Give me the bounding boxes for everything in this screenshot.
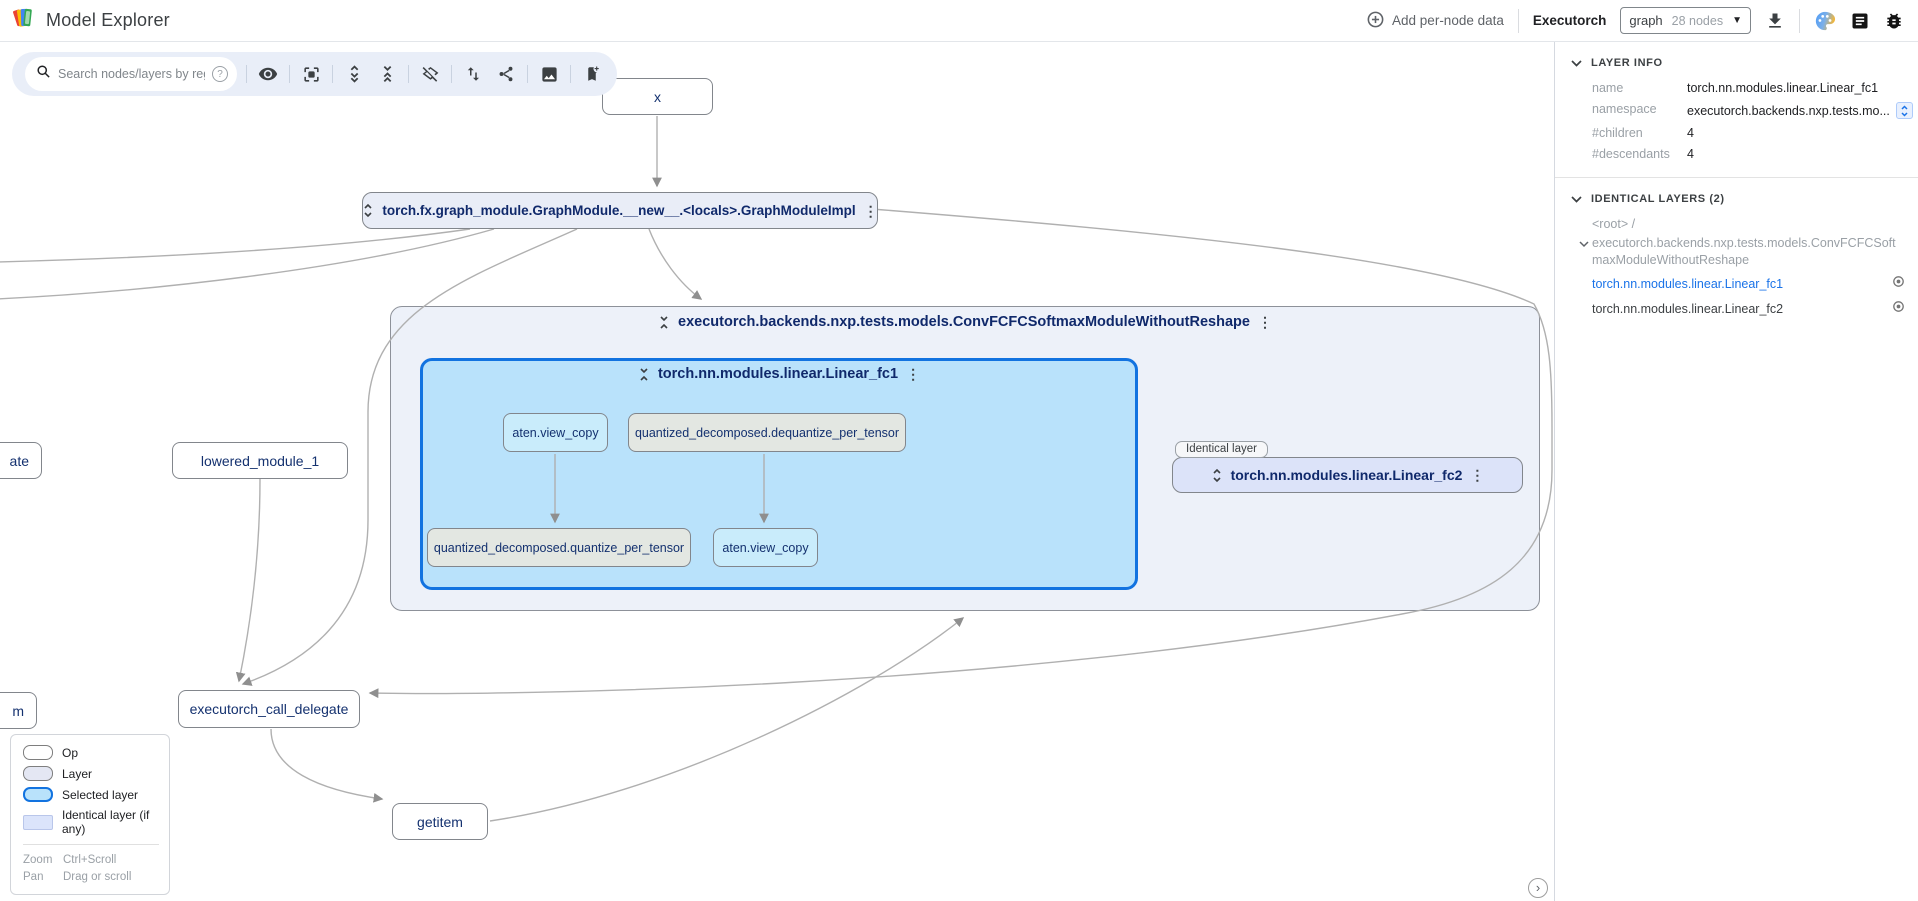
node-menu-icon[interactable]: ⋮ [864, 204, 878, 218]
eye-icon [258, 64, 278, 84]
chevron-down-icon [1579, 235, 1589, 252]
swap-vert-icon [464, 65, 482, 83]
tree-item-linear-fc1[interactable]: torch.nn.modules.linear.Linear_fc1 [1592, 274, 1906, 294]
panel-nav-chevron-button[interactable]: › [1528, 878, 1548, 898]
expand-namespace-icon[interactable] [1896, 102, 1913, 119]
node-graph-module[interactable]: torch.fx.graph_module.GraphModule.__new_… [362, 192, 878, 229]
toggle-visibility-button[interactable] [256, 61, 280, 87]
share-graph-button[interactable] [494, 61, 518, 87]
search-input[interactable] [58, 67, 205, 81]
graph-selector-dropdown[interactable]: graph 28 nodes ▼ [1620, 7, 1751, 34]
layer-swatch [23, 766, 53, 781]
node-executorch-call-delegate[interactable]: executorch_call_delegate [178, 690, 360, 728]
node-x[interactable]: x [602, 78, 713, 115]
node-getitem[interactable]: getitem [392, 803, 488, 840]
chevron-down-icon [1571, 60, 1582, 67]
legend-pan-hint: PanDrag or scroll [23, 869, 159, 886]
identical-layers-section-header[interactable]: IDENTICAL LAYERS (2) [1555, 178, 1918, 216]
search-box[interactable]: ? [25, 57, 237, 91]
legend-item-layer: Layer [23, 766, 159, 781]
dropdown-caret-icon: ▼ [1732, 15, 1742, 26]
node-aten-view-copy-2[interactable]: aten.view_copy [713, 528, 818, 567]
app-logo-icon [12, 6, 36, 35]
graph-toolbar: ? [12, 52, 617, 96]
info-panel: LAYER INFO name torch.nn.modules.linear.… [1554, 42, 1918, 901]
identical-layer-tag: Identical layer [1175, 441, 1268, 458]
node-menu-icon[interactable]: ⋮ [906, 367, 920, 381]
bug-report-button[interactable] [1884, 11, 1904, 31]
search-help-icon[interactable]: ? [212, 66, 228, 82]
op-swatch [23, 745, 53, 760]
header-divider [1799, 9, 1800, 33]
header-divider [1518, 9, 1519, 33]
identical-layers-tree: <root> / executorch.backends.nxp.tests.m… [1555, 216, 1918, 331]
document-icon [1850, 11, 1870, 31]
selected-layer-swatch [23, 787, 53, 802]
flatten-layers-button[interactable] [418, 61, 442, 87]
image-icon [540, 65, 559, 84]
node-clipped-left-bottom[interactable]: m [0, 692, 37, 729]
search-icon [36, 64, 51, 84]
plus-circle-icon [1366, 10, 1385, 32]
bug-icon [1884, 11, 1904, 31]
download-graph-button[interactable] [1765, 11, 1785, 31]
layer-namespace-value: executorch.backends.nxp.tests.mo... [1687, 102, 1913, 119]
legend-item-selected-layer: Selected layer [23, 787, 159, 802]
layer-fc1-header[interactable]: torch.nn.modules.linear.Linear_fc1 ⋮ [420, 366, 1138, 382]
tree-root-item: <root> / [1592, 216, 1906, 233]
tree-namespace-item[interactable]: executorch.backends.nxp.tests.models.Con… [1579, 235, 1906, 269]
app-header: Model Explorer Add per-node data Executo… [0, 0, 1918, 42]
locate-node-icon[interactable] [1891, 274, 1906, 294]
unfold-more-icon[interactable] [362, 203, 374, 218]
layer-name-value: torch.nn.modules.linear.Linear_fc1 [1687, 81, 1913, 95]
swap-vertical-button[interactable] [461, 61, 485, 87]
layer-conv-header[interactable]: executorch.backends.nxp.tests.models.Con… [390, 314, 1540, 330]
node-dequantize-per-tensor[interactable]: quantized_decomposed.dequantize_per_tens… [628, 413, 906, 452]
palette-icon [1814, 10, 1836, 32]
legend-item-op: Op [23, 745, 159, 760]
center-focus-icon [302, 65, 321, 84]
bookmark-add-icon [583, 65, 601, 83]
layer-info-table: name torch.nn.modules.linear.Linear_fc1 … [1555, 80, 1918, 177]
node-lowered-module-1[interactable]: lowered_module_1 [172, 442, 348, 479]
locate-node-icon[interactable] [1891, 299, 1906, 319]
collapse-all-layers-button[interactable] [375, 61, 399, 87]
unfold-less-icon[interactable] [638, 367, 650, 382]
export-image-button[interactable] [537, 61, 561, 87]
node-menu-icon[interactable]: ⋮ [1258, 315, 1272, 329]
graph-node-count: 28 nodes [1672, 14, 1723, 28]
identical-layer-swatch [23, 815, 53, 830]
legend-item-identical-layer: Identical layer (if any) [23, 808, 159, 836]
palette-button[interactable] [1814, 10, 1836, 32]
node-aten-view-copy-1[interactable]: aten.view_copy [503, 413, 608, 452]
tree-item-linear-fc2[interactable]: torch.nn.modules.linear.Linear_fc2 [1592, 299, 1906, 319]
node-clipped-left-top[interactable]: ate [0, 442, 42, 479]
app-title: Model Explorer [46, 10, 170, 31]
model-name-label: Executorch [1533, 13, 1607, 28]
legend: Op Layer Selected layer Identical layer … [10, 734, 170, 895]
layer-info-section-header[interactable]: LAYER INFO [1555, 42, 1918, 80]
document-button[interactable] [1850, 11, 1870, 31]
expand-all-icon [346, 65, 363, 83]
legend-zoom-hint: ZoomCtrl+Scroll [23, 852, 159, 869]
layers-off-icon [421, 65, 440, 84]
node-quantize-per-tensor[interactable]: quantized_decomposed.quantize_per_tensor [427, 528, 691, 567]
share-icon [497, 65, 515, 83]
center-graph-button[interactable] [299, 61, 323, 87]
bookmark-add-button[interactable] [580, 61, 604, 87]
chevron-down-icon [1571, 196, 1582, 203]
unfold-more-icon[interactable] [1211, 468, 1223, 483]
graph-canvas[interactable]: ? [0, 42, 1554, 901]
node-linear-fc2[interactable]: torch.nn.modules.linear.Linear_fc2 ⋮ [1172, 457, 1523, 493]
node-menu-icon[interactable]: ⋮ [1470, 468, 1484, 482]
collapse-all-icon [379, 65, 396, 83]
unfold-less-icon[interactable] [658, 315, 670, 330]
expand-all-layers-button[interactable] [342, 61, 366, 87]
add-per-node-data-button[interactable]: Add per-node data [1366, 10, 1504, 32]
download-icon [1765, 11, 1785, 31]
